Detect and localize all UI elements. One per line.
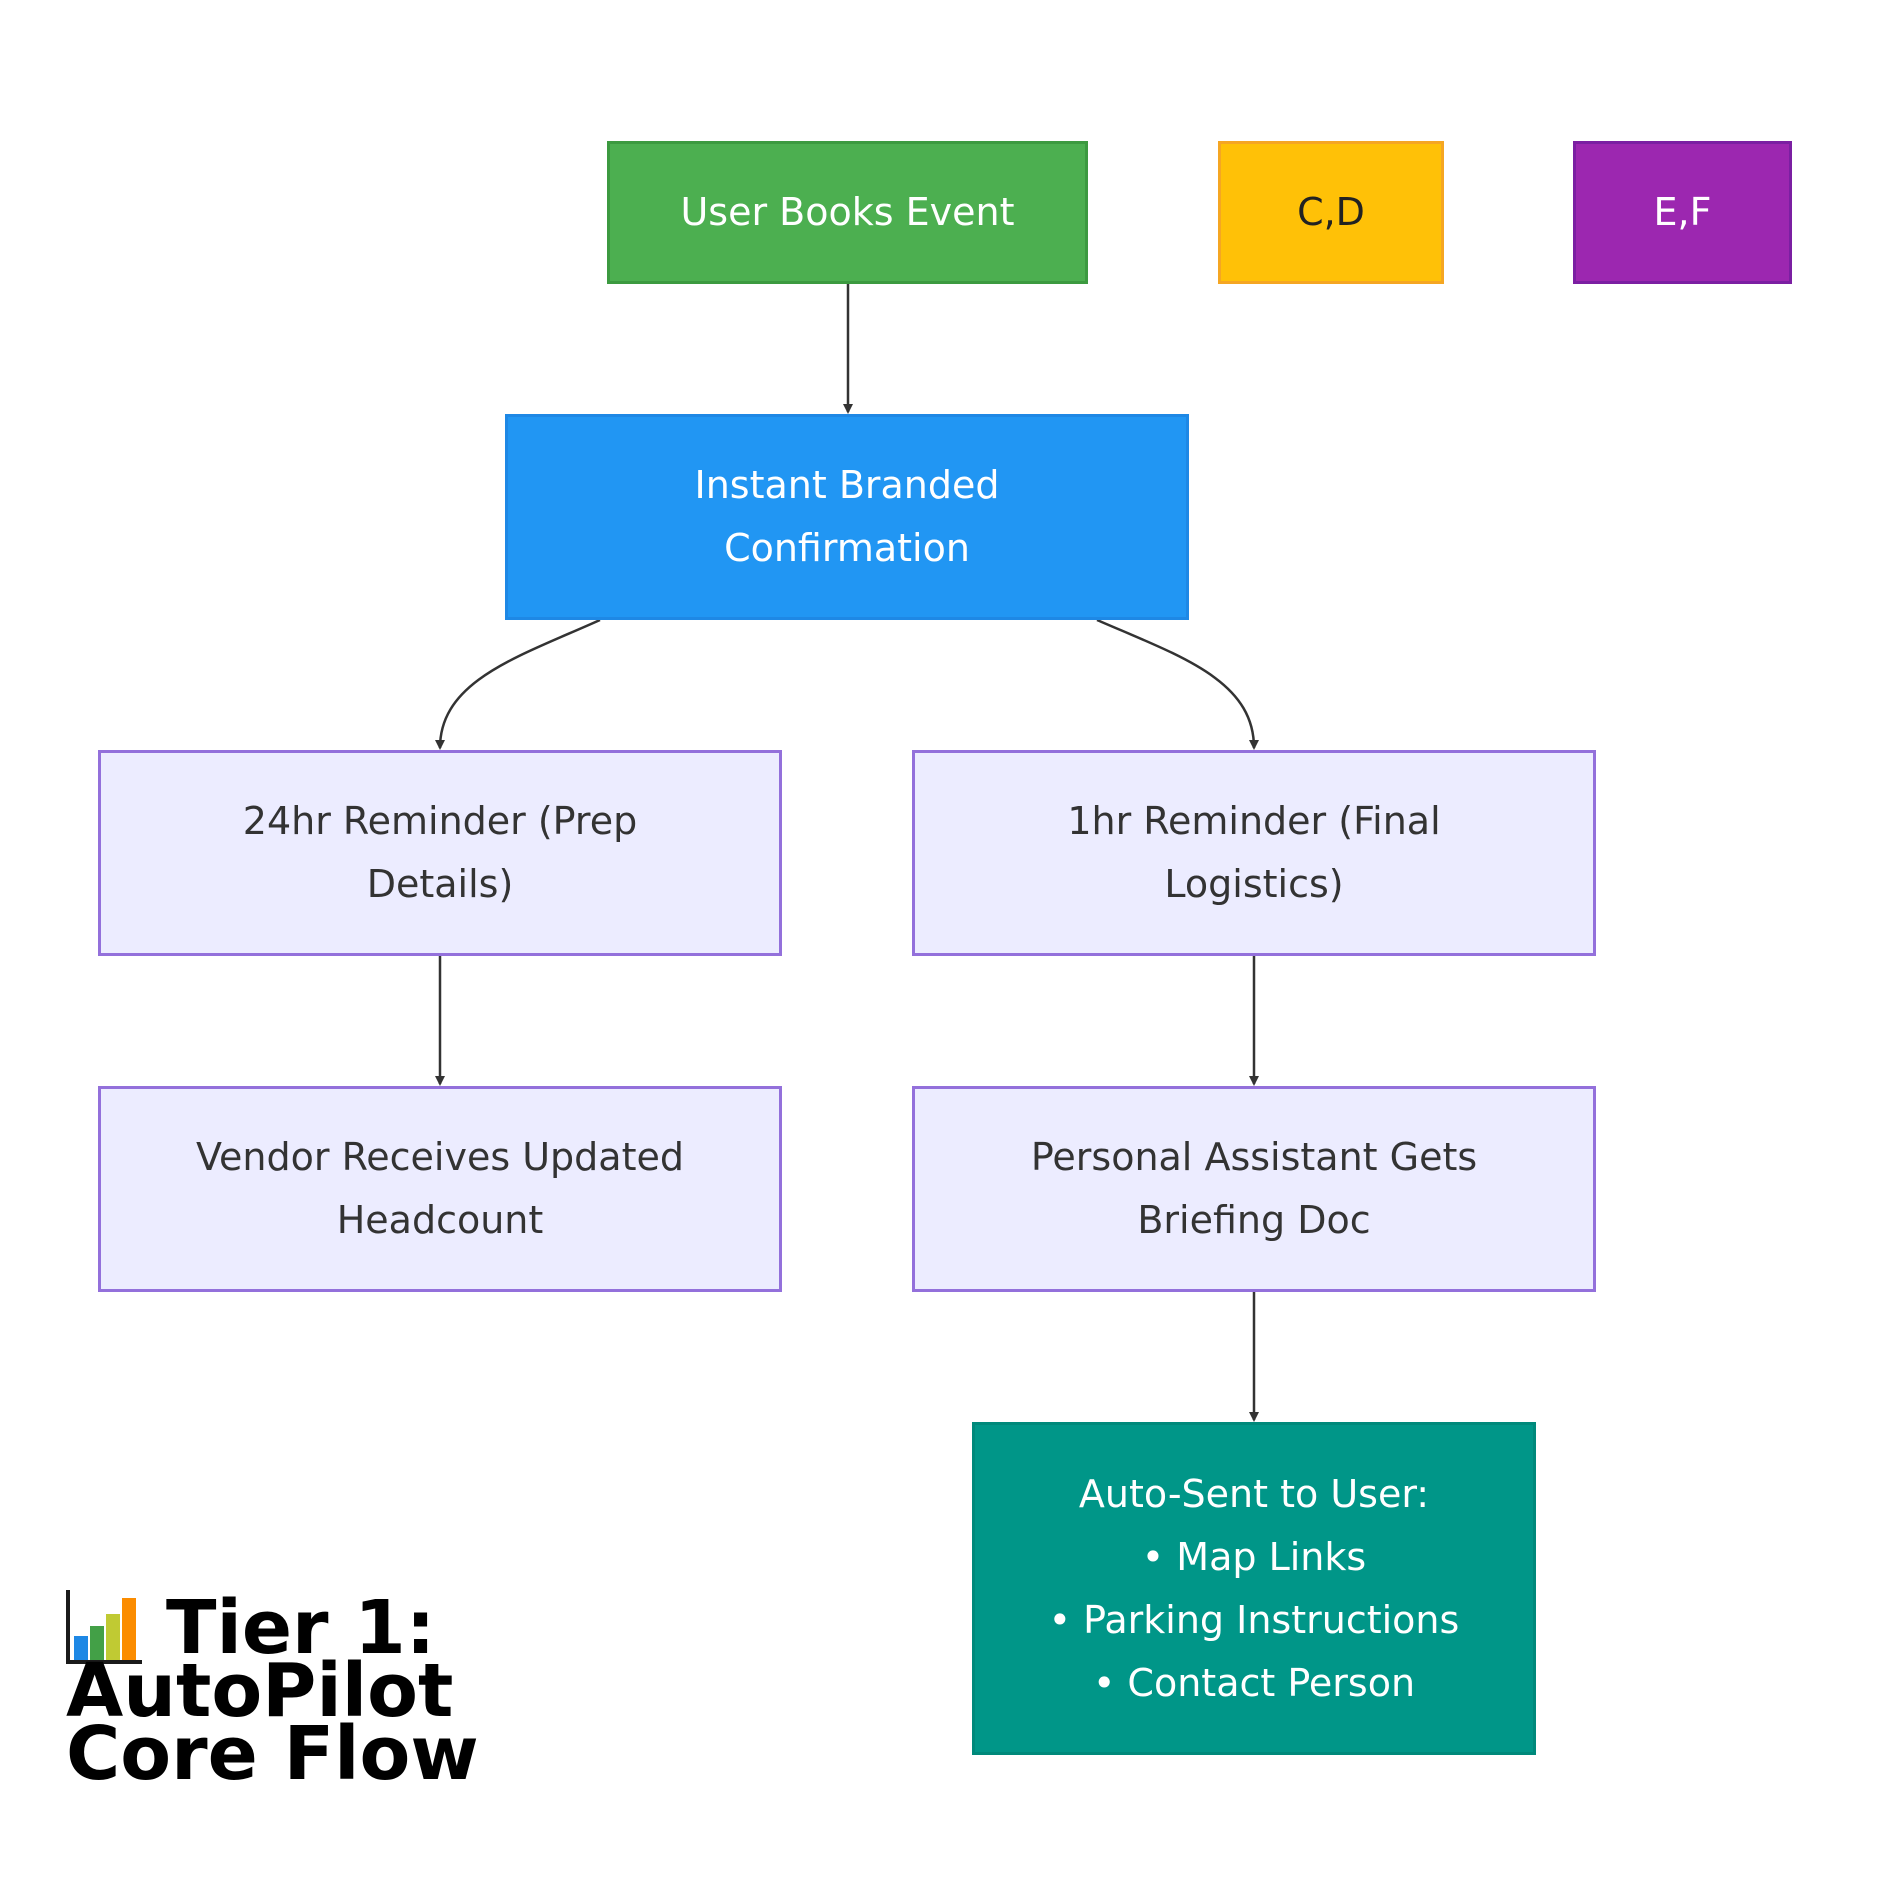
bar-chart-icon — [66, 1590, 142, 1664]
diagram-title: Tier 1: AutoPilot Core Flow — [66, 1585, 479, 1797]
node-vendor-line-2: Headcount — [336, 1198, 544, 1242]
node-confirmation-line-1: Instant Branded — [694, 463, 1000, 507]
node-assistant-briefing-doc: Personal Assistant Gets Briefing Doc — [912, 1086, 1596, 1292]
title-line-2: AutoPilot — [66, 1648, 454, 1734]
node-instant-branded-confirmation: Instant Branded Confirmation — [505, 414, 1189, 620]
node-cd-label: C,D — [1297, 190, 1365, 234]
node-vendor-receives-headcount: Vendor Receives Updated Headcount — [98, 1086, 782, 1292]
node-assistant-line-2: Briefing Doc — [1137, 1198, 1371, 1242]
node-1hr-line-1: 1hr Reminder (Final — [1067, 799, 1441, 843]
node-ef: E,F — [1573, 141, 1792, 284]
node-24hr-line-2: Details) — [366, 862, 514, 906]
node-autosent-line-4: • Contact Person — [1092, 1660, 1416, 1705]
edge-confirmation-to-1hr — [1096, 618, 1259, 750]
node-assistant-line-1: Personal Assistant Gets — [1030, 1135, 1478, 1179]
node-vendor-line-1: Vendor Receives Updated — [196, 1135, 684, 1179]
node-user-books-event-label: User Books Event — [680, 190, 1015, 234]
node-1hr-line-2: Logistics) — [1164, 862, 1344, 906]
edge-confirmation-to-24hr — [435, 618, 601, 750]
node-user-books-event: User Books Event — [607, 141, 1088, 284]
node-autosent-line-1: Auto-Sent to User: — [1078, 1471, 1430, 1516]
node-cd: C,D — [1218, 141, 1444, 284]
title-line-3: Core Flow — [66, 1711, 479, 1797]
node-auto-sent-to-user: Auto-Sent to User: • Map Links • Parking… — [972, 1422, 1536, 1755]
node-autosent-line-3: • Parking Instructions — [1048, 1597, 1460, 1642]
node-24hr-reminder: 24hr Reminder (Prep Details) — [98, 750, 782, 956]
node-confirmation-line-2: Confirmation — [724, 526, 970, 570]
node-autosent-line-2: • Map Links — [1141, 1534, 1367, 1579]
node-ef-label: E,F — [1653, 190, 1712, 234]
title-line-1: Tier 1: — [166, 1585, 436, 1671]
node-1hr-reminder: 1hr Reminder (Final Logistics) — [912, 750, 1596, 956]
node-24hr-line-1: 24hr Reminder (Prep — [242, 799, 638, 843]
